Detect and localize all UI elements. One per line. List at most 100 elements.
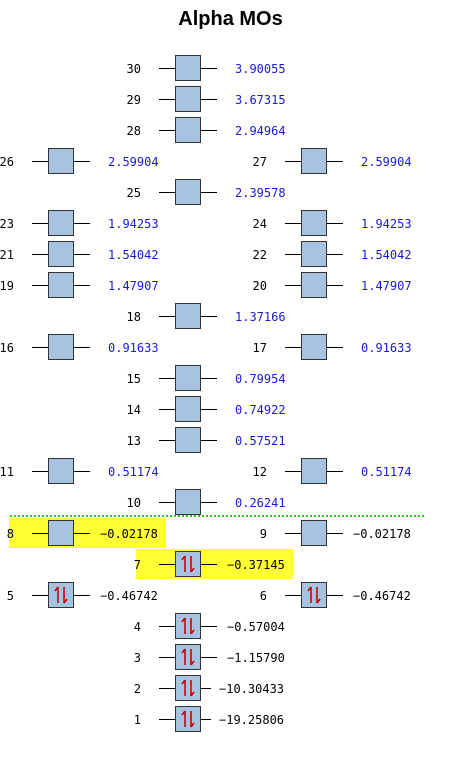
empty-orbital-box[interactable] bbox=[48, 520, 74, 546]
mo-6[interactable]: 6−0.46742 bbox=[0, 582, 461, 610]
level-line-right bbox=[327, 533, 343, 534]
level-line-right bbox=[201, 130, 217, 131]
orbital-energy: 2.59904 bbox=[361, 155, 412, 169]
mo-number: 5 bbox=[6, 589, 14, 603]
mo-7[interactable]: 7−0.37145 bbox=[0, 551, 461, 579]
mo-number: 2 bbox=[133, 682, 141, 696]
mo-number: 9 bbox=[259, 527, 267, 541]
occupied-orbital-box[interactable] bbox=[175, 644, 201, 670]
empty-orbital-box[interactable] bbox=[301, 241, 327, 267]
empty-orbital-box[interactable] bbox=[48, 272, 74, 298]
level-line-left bbox=[159, 130, 175, 131]
occupied-orbital-box[interactable] bbox=[175, 706, 201, 732]
mo-number: 19 bbox=[0, 279, 14, 293]
mo-27[interactable]: 27 2.59904 bbox=[0, 148, 461, 176]
mo-19[interactable]: 19 1.47907 bbox=[0, 272, 461, 300]
mo-number: 13 bbox=[126, 434, 141, 448]
orbital-energy: 3.90055 bbox=[235, 62, 286, 76]
empty-orbital-box[interactable] bbox=[175, 489, 201, 515]
mo-9[interactable]: 9 −0.02178 bbox=[0, 520, 461, 548]
mo-number: 14 bbox=[126, 403, 141, 417]
level-line-right bbox=[74, 161, 90, 162]
orbital-energy: 0.74922 bbox=[235, 403, 286, 417]
occupied-orbital-box[interactable] bbox=[175, 613, 201, 639]
level-line-left bbox=[159, 378, 175, 379]
diagram-title: Alpha MOs bbox=[178, 8, 283, 30]
level-line-right bbox=[201, 719, 211, 720]
level-line-left bbox=[32, 285, 48, 286]
mo-8[interactable]: 8−0.02178 bbox=[0, 520, 461, 548]
mo-number: 28 bbox=[126, 124, 141, 138]
empty-orbital-box[interactable] bbox=[48, 210, 74, 236]
level-line-right bbox=[74, 533, 90, 534]
empty-orbital-box[interactable] bbox=[48, 334, 74, 360]
empty-orbital-box[interactable] bbox=[301, 334, 327, 360]
orbital-energy: 2.94964 bbox=[235, 124, 286, 138]
occupied-orbital-box[interactable] bbox=[48, 582, 74, 608]
orbital-energy: 0.51174 bbox=[361, 465, 412, 479]
orbital-energy: 1.47907 bbox=[361, 279, 412, 293]
mo-3[interactable]: 3−1.15790 bbox=[0, 644, 461, 672]
level-line-right bbox=[201, 564, 217, 565]
empty-orbital-box[interactable] bbox=[301, 210, 327, 236]
level-line-right bbox=[327, 595, 343, 596]
level-line-left bbox=[159, 657, 175, 658]
level-line-right bbox=[201, 68, 217, 69]
mo-28[interactable]: 28 2.94964 bbox=[0, 117, 461, 145]
mo-number: 7 bbox=[133, 558, 141, 572]
empty-orbital-box[interactable] bbox=[301, 458, 327, 484]
homo-lumo-separator bbox=[10, 515, 424, 517]
mo-5[interactable]: 5−0.46742 bbox=[0, 582, 461, 610]
empty-orbital-box[interactable] bbox=[48, 148, 74, 174]
level-line-left bbox=[32, 471, 48, 472]
empty-orbital-box[interactable] bbox=[301, 272, 327, 298]
empty-orbital-box[interactable] bbox=[301, 148, 327, 174]
empty-orbital-box[interactable] bbox=[175, 117, 201, 143]
empty-orbital-box[interactable] bbox=[301, 520, 327, 546]
empty-orbital-box[interactable] bbox=[175, 55, 201, 81]
empty-orbital-box[interactable] bbox=[175, 303, 201, 329]
mo-22[interactable]: 22 1.54042 bbox=[0, 241, 461, 269]
level-line-right bbox=[201, 99, 217, 100]
level-line-right bbox=[201, 409, 217, 410]
empty-orbital-box[interactable] bbox=[48, 458, 74, 484]
mo-number: 22 bbox=[252, 248, 267, 262]
occupied-orbital-box[interactable] bbox=[301, 582, 327, 608]
occupied-orbital-box[interactable] bbox=[175, 675, 201, 701]
mo-14[interactable]: 14 0.74922 bbox=[0, 396, 461, 424]
orbital-energy: 1.54042 bbox=[108, 248, 159, 262]
empty-orbital-box[interactable] bbox=[48, 241, 74, 267]
level-line-left bbox=[159, 192, 175, 193]
empty-orbital-box[interactable] bbox=[175, 86, 201, 112]
level-line-right bbox=[327, 347, 343, 348]
mo-number: 27 bbox=[252, 155, 267, 169]
empty-orbital-box[interactable] bbox=[175, 427, 201, 453]
empty-orbital-box[interactable] bbox=[175, 179, 201, 205]
orbital-energy: −0.02178 bbox=[100, 527, 158, 541]
mo-1[interactable]: 1−19.25806 bbox=[0, 706, 461, 734]
mo-4[interactable]: 4−0.57004 bbox=[0, 613, 461, 641]
occupied-orbital-box[interactable] bbox=[175, 551, 201, 577]
empty-orbital-box[interactable] bbox=[175, 365, 201, 391]
electron-pair-icon bbox=[307, 586, 321, 604]
mo-2[interactable]: 2−10.30433 bbox=[0, 675, 461, 703]
empty-orbital-box[interactable] bbox=[175, 396, 201, 422]
level-line-left bbox=[32, 595, 48, 596]
level-line-left bbox=[32, 223, 48, 224]
